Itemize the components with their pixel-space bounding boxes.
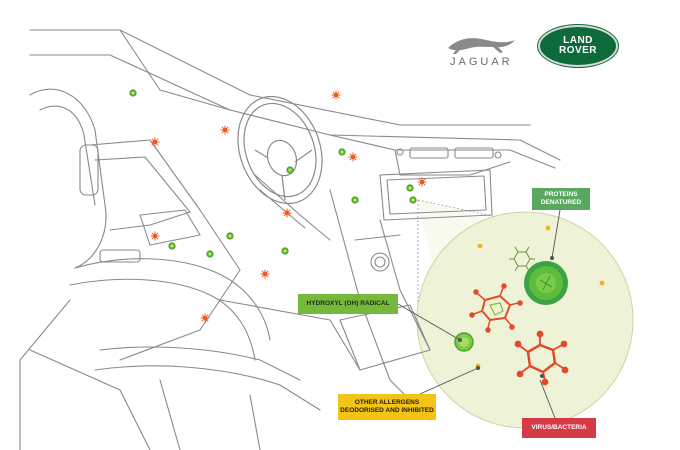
orange-virus-particle [200, 313, 210, 323]
yellow-allergen-particle [545, 225, 551, 231]
particle-layer [129, 89, 605, 369]
green-particle-core [228, 234, 232, 238]
green-particle-core [408, 186, 412, 190]
orange-virus-particle [220, 125, 230, 135]
yellow-allergen-particle [599, 280, 605, 286]
jaguar-cat-icon [448, 38, 515, 54]
green-particle-core [170, 244, 174, 248]
green-particle-core [411, 198, 415, 202]
allergens-label-line1: OTHER ALLERGENS [354, 399, 420, 406]
yellow-allergen-particle [477, 243, 483, 249]
land-rover-logo: LAND ROVER [538, 25, 618, 67]
green-particle-core [131, 91, 135, 95]
virus-bacteria-label: VIRUS/BACTERIA [522, 418, 596, 438]
hexagon-virus-icon [469, 283, 523, 333]
orange-virus-particle [260, 269, 270, 279]
green-particle-core [283, 249, 287, 253]
small-virus-icon [509, 246, 535, 272]
orange-virus-particle [417, 177, 427, 187]
car-line-art [19, 29, 561, 450]
land-rover-logo-line1: LAND [563, 35, 593, 46]
steering-wheel [237, 95, 323, 205]
green-particle-core [340, 150, 344, 154]
green-particle-core [353, 198, 357, 202]
orange-virus-particle [282, 208, 292, 218]
protein-cell [524, 261, 568, 305]
orange-virus-particle [150, 137, 160, 147]
orange-virus-particle [150, 231, 160, 241]
hydroxyl-radical-icon [454, 332, 474, 352]
brand-logos: JAGUAR LAND ROVER [430, 22, 640, 68]
green-particle-core [208, 252, 212, 256]
leader-lines [397, 209, 561, 419]
jaguar-logo: JAGUAR [450, 56, 513, 68]
zoom-callout [416, 199, 634, 429]
green-particle-core [288, 168, 292, 172]
allergens-label-line2: DEODORISED AND INHIBITED [340, 407, 434, 414]
proteins-denatured-label: PROTEINS DENATURED [532, 188, 590, 210]
bacteria-icon [514, 330, 569, 386]
orange-virus-particle [348, 152, 358, 162]
hydroxyl-radical-label: HYDROXYL (OH) RADICAL [298, 294, 398, 314]
orange-virus-particle [331, 90, 341, 100]
zoom-circle [416, 211, 634, 429]
land-rover-logo-line2: ROVER [558, 45, 598, 56]
allergens-label: OTHER ALLERGENS DEODORISED AND INHIBITED [338, 394, 436, 420]
